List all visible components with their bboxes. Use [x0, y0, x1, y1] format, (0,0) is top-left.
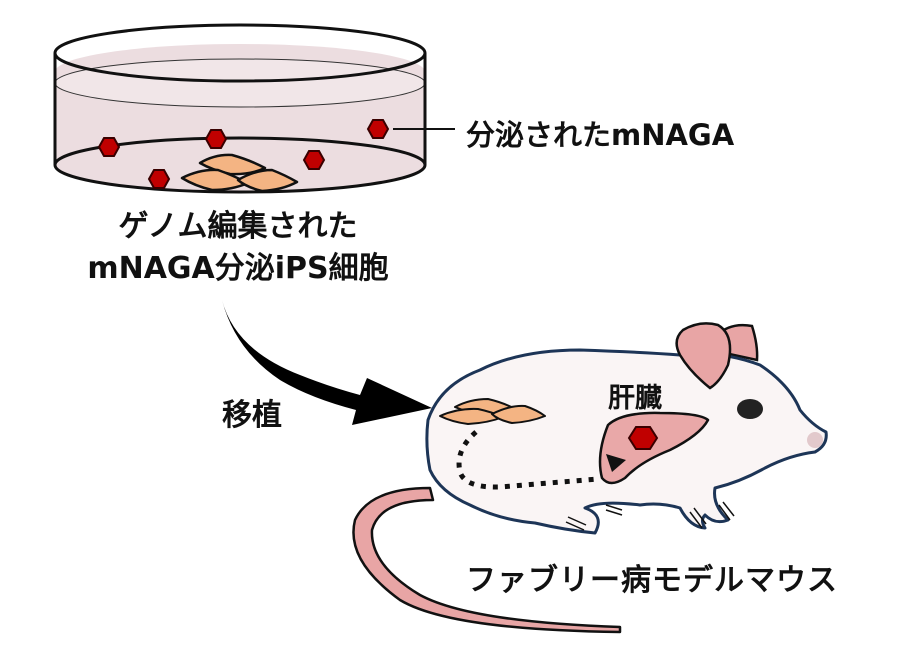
ips-cells-label: ゲノム編集された mNAGA分泌iPS細胞: [70, 206, 406, 290]
ips-cells-label-line1: ゲノム編集された: [118, 209, 358, 244]
dish-bottom: [53, 136, 427, 194]
mouse-nose: [807, 432, 823, 448]
secreted-mnaga-molecules: [97, 119, 390, 189]
liver: [598, 411, 710, 485]
mouse-ear-near: [675, 322, 732, 390]
protein-hexagon: [97, 137, 121, 157]
liver-protein-hexagon: [627, 426, 659, 450]
ips-cells-label-line2: mNAGA分泌iPS細胞: [87, 251, 389, 286]
mouse-paw-lines: [565, 501, 735, 531]
migration-arrowhead: [606, 454, 626, 472]
liver-label: 肝臓: [608, 383, 662, 414]
transplant-label: 移植: [222, 398, 282, 433]
fabry-mouse-label: ファブリー病モデルマウス: [466, 563, 838, 598]
medium-surface: [54, 58, 426, 108]
secreted-mnaga-label: 分泌されたmNAGA: [466, 118, 735, 152]
transplanted-cells: [439, 398, 546, 425]
protein-hexagon: [302, 150, 326, 170]
protein-hexagon: [204, 129, 228, 149]
protein-hexagon: [366, 119, 390, 139]
protein-hexagon: [147, 169, 171, 189]
ips-cells: [180, 153, 299, 193]
transplant-arrow: [222, 300, 432, 425]
dish-rim: [53, 23, 427, 83]
culture-dish: [53, 23, 455, 194]
dotted-migration-path: [456, 430, 599, 490]
mouse-tail: [352, 486, 622, 634]
mouse-illustration: [352, 322, 828, 634]
mouse-eye: [737, 399, 763, 419]
